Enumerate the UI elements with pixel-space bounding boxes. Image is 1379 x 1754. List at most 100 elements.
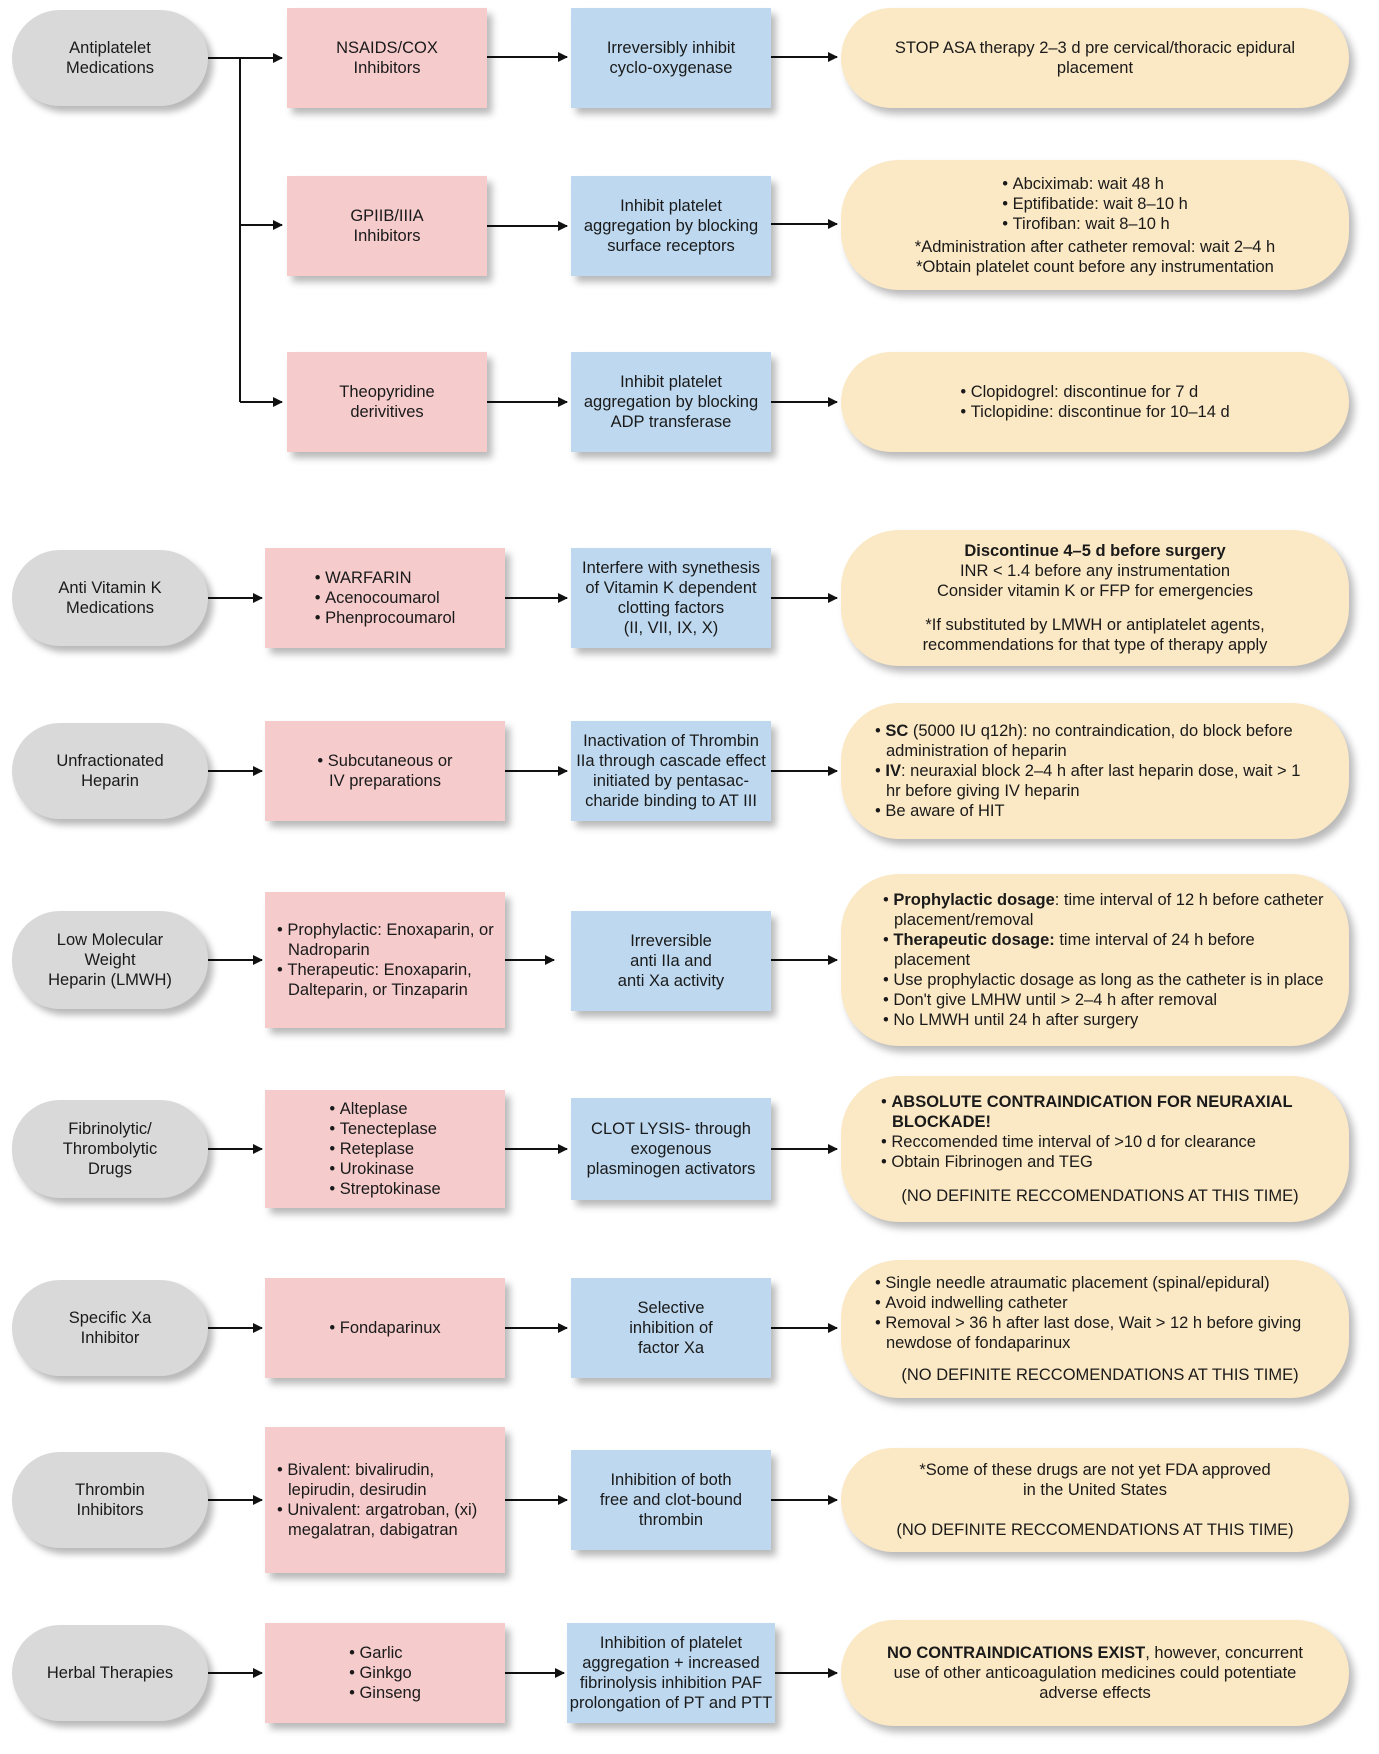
drug-label: GPIIB/IIIA — [350, 207, 424, 225]
mechanism-text: CLOT LYSIS- through — [591, 1120, 751, 1138]
recommendation-lmwh: Prophylactic dosage: time interval of 12… — [841, 874, 1349, 1046]
recommendation-note: *If substituted by LMWH or antiplatelet … — [925, 616, 1265, 634]
recommendation-herbal: NO CONTRAINDICATIONS EXIST, however, con… — [841, 1620, 1349, 1726]
category-label: Heparin (LMWH) — [48, 971, 172, 989]
drug-item: Urokinase — [329, 1159, 440, 1179]
drug-item: Acenocoumarol — [315, 588, 456, 608]
mechanism-text: plasminogen activators — [586, 1160, 756, 1178]
recommendation-text: placement — [1056, 59, 1134, 77]
recommendation-item: SC (5000 IU q12h): no contraindication, … — [875, 721, 1319, 761]
category-thrombin: Thrombin Inhibitors — [12, 1452, 208, 1548]
mechanism-text: anti IIa and — [630, 952, 712, 970]
mechanism-text: Inhibit platelet — [620, 197, 722, 215]
drug-list: Garlic Ginkgo Ginseng — [349, 1643, 420, 1703]
recommendation-fibrinolytic: ABSOLUTE CONTRAINDICATION FOR NEURAXIAL … — [841, 1076, 1349, 1222]
drug-label: NSAIDS/COX — [336, 39, 438, 57]
recommendation-antivitk: Discontinue 4–5 d before surgery INR < 1… — [841, 530, 1349, 666]
recommendation-thrombin: *Some of these drugs are not yet FDA app… — [841, 1448, 1349, 1552]
mechanism-text: ADP transferase — [610, 413, 732, 431]
drug-item: Tenecteplase — [329, 1119, 440, 1139]
recommendation-list: Single needle atraumatic placement (spin… — [875, 1273, 1325, 1353]
mechanism-text: Selective — [637, 1299, 705, 1317]
drug-list: Alteplase Tenecteplase Reteplase Urokina… — [329, 1099, 441, 1199]
mechanism-text: Inhibition of both — [610, 1471, 732, 1489]
recommendation-item: Obtain Fibrinogen and TEG — [881, 1152, 1319, 1172]
drug-herbal: Garlic Ginkgo Ginseng — [265, 1623, 505, 1723]
mechanism-herbal: Inhibition of platelet aggregation + inc… — [567, 1623, 775, 1723]
mechanism-text: IIa through cascade effect — [576, 752, 766, 770]
drug-item: • Subcutaneous or — [317, 752, 453, 770]
category-label: Thrombolytic — [62, 1140, 158, 1158]
mechanism-text: thrombin — [638, 1511, 704, 1529]
category-label: Low Molecular — [56, 931, 164, 949]
drug-gpiib: GPIIB/IIIA Inhibitors — [287, 176, 487, 276]
drug-item: Bivalent: bivalirudin, lepirudin, desiru… — [277, 1460, 497, 1500]
drug-label: Inhibitors — [353, 59, 421, 77]
drug-nsaids: NSAIDS/COX Inhibitors — [287, 8, 487, 108]
category-label: Inhibitors — [76, 1501, 144, 1519]
mechanism-antivitk: Interfere with synethesis of Vitamin K d… — [571, 548, 771, 648]
drug-label: Inhibitors — [353, 227, 421, 245]
drug-item: Phenprocoumarol — [315, 608, 455, 628]
recommendation-item: ABSOLUTE CONTRAINDICATION FOR NEURAXIAL … — [881, 1092, 1319, 1132]
category-label: Thrombin — [75, 1481, 145, 1499]
recommendation-item: Single needle atraumatic placement (spin… — [875, 1273, 1325, 1293]
category-lmwh: Low Molecular Weight Heparin (LMWH) — [12, 911, 208, 1009]
recommendation-xa: Single needle atraumatic placement (spin… — [841, 1260, 1349, 1398]
drug-antivitk: WARFARIN Acenocoumarol Phenprocoumarol — [265, 548, 505, 648]
mechanism-gpiib: Inhibit platelet aggregation by blocking… — [571, 176, 771, 276]
drug-theopyridine: Theopyridine derivitives — [287, 352, 487, 452]
recommendation-title: Discontinue 4–5 d before surgery — [964, 542, 1226, 560]
recommendation-item: Avoid indwelling catheter — [875, 1293, 1325, 1313]
drug-lmwh: Prophylactic: Enoxaparin, or Nadroparin … — [265, 892, 505, 1028]
category-label: Drugs — [87, 1160, 132, 1178]
mechanism-text: free and clot-bound — [599, 1491, 743, 1509]
drug-item: Therapeutic: Enoxaparin, Dalteparin, or … — [277, 960, 497, 1000]
recommendation-note: (NO DEFINITE RECCOMENDATIONS AT THIS TIM… — [901, 1187, 1299, 1205]
drug-label: Theopyridine — [339, 383, 435, 401]
recommendation-list: SC (5000 IU q12h): no contraindication, … — [875, 721, 1319, 821]
recommendation-text: in the United States — [1022, 1481, 1167, 1499]
category-label: Medications — [65, 59, 155, 77]
recommendation-item: Abciximab: wait 48 h — [1002, 174, 1188, 194]
mechanism-text: initiated by pentasac- — [593, 772, 749, 790]
drug-item: Ginseng — [349, 1683, 420, 1703]
drug-list: WARFARIN Acenocoumarol Phenprocoumarol — [315, 568, 456, 628]
recommendation-item: Eptifibatide: wait 8–10 h — [1002, 194, 1188, 214]
mechanism-text: inhibition of — [629, 1319, 713, 1337]
category-label: Heparin — [81, 772, 139, 790]
recommendation-item: Use prophylactic dosage as long as the c… — [883, 970, 1333, 990]
recommendation-item: Tirofiban: wait 8–10 h — [1002, 214, 1188, 234]
recommendation-list: Prophylactic dosage: time interval of 12… — [883, 890, 1333, 1030]
category-ufh: Unfractionated Heparin — [12, 723, 208, 819]
mechanism-text: charide binding to AT III — [585, 792, 757, 810]
mechanism-fibrinolytic: CLOT LYSIS- through exogenous plasminoge… — [571, 1098, 771, 1200]
recommendation-text: STOP ASA therapy 2–3 d pre cervical/thor… — [894, 39, 1296, 57]
recommendation-text: Consider vitamin K or FFP for emergencie… — [936, 582, 1254, 600]
category-label: Anti Vitamin K — [58, 579, 162, 597]
category-label: Weight — [84, 951, 136, 969]
drug-item: Univalent: argatroban, (xi) megalatran, … — [277, 1500, 497, 1540]
category-fibrinolytic: Fibrinolytic/ Thrombolytic Drugs — [12, 1100, 208, 1198]
recommendation-gpiib: Abciximab: wait 48 h Eptifibatide: wait … — [841, 160, 1349, 290]
mechanism-theopyridine: Inhibit platelet aggregation by blocking… — [571, 352, 771, 452]
drug-list: Prophylactic: Enoxaparin, or Nadroparin … — [277, 920, 497, 1000]
recommendation-note: *Administration after catheter removal: … — [914, 237, 1276, 256]
recommendation-ufh: SC (5000 IU q12h): no contraindication, … — [841, 703, 1349, 839]
recommendation-text: INR < 1.4 before any instrumentation — [959, 562, 1231, 580]
recommendation-text: NO CONTRAINDICATIONS EXIST, however, con… — [887, 1644, 1303, 1702]
recommendation-item: Therapeutic dosage: time interval of 24 … — [883, 930, 1333, 970]
drug-xa: • Fondaparinux — [265, 1278, 505, 1378]
drug-item: IV preparations — [329, 772, 441, 790]
drug-item: Prophylactic: Enoxaparin, or Nadroparin — [277, 920, 497, 960]
mechanism-text: of Vitamin K dependent — [585, 579, 757, 597]
category-label: Fibrinolytic/ — [68, 1120, 152, 1138]
recommendation-nsaids: STOP ASA therapy 2–3 d pre cervical/thor… — [841, 8, 1349, 108]
recommendation-note: (NO DEFINITE RECCOMENDATIONS AT THIS TIM… — [901, 1366, 1299, 1384]
category-label: Inhibitor — [80, 1329, 140, 1347]
mechanism-ufh: Inactivation of Thrombin IIa through cas… — [571, 721, 771, 821]
category-label: Herbal Therapies — [46, 1664, 174, 1682]
recommendation-theopyridine: Clopidogrel: discontinue for 7 d Ticlopi… — [841, 352, 1349, 452]
recommendation-list: ABSOLUTE CONTRAINDICATION FOR NEURAXIAL … — [881, 1092, 1319, 1172]
